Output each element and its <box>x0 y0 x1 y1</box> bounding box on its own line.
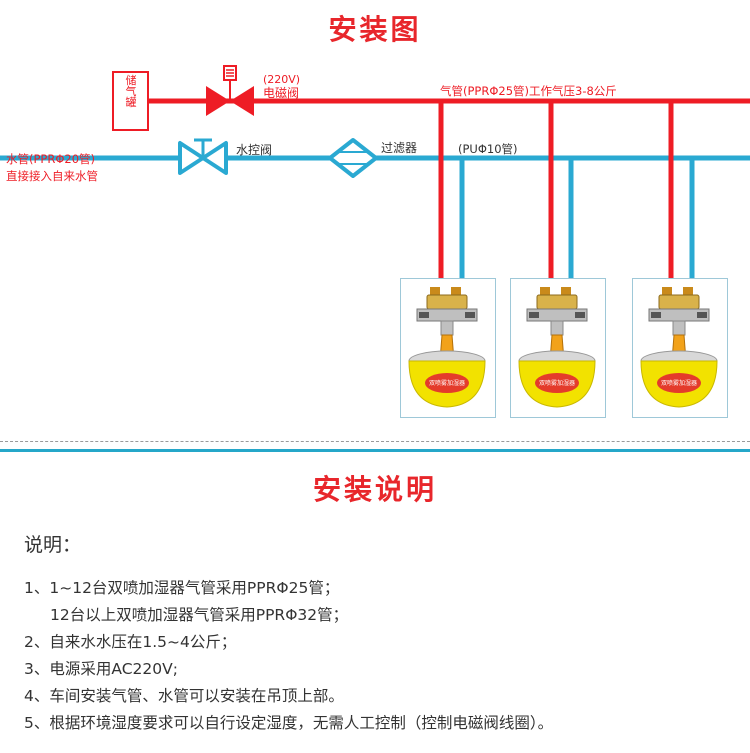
water-pipe-label: 水管(PPRΦ20管) <box>6 152 95 166</box>
section-divider <box>0 449 750 452</box>
filter-label: 过滤器 <box>381 141 417 155</box>
note-item: 12台以上双喷加湿器气管采用PPRΦ32管； <box>50 606 349 624</box>
installation-diagram: 储气罐 (220V) 电磁阀 气管(PPRΦ25管)工作气压3-8公斤 水管(P… <box>0 65 750 280</box>
air-pipe-label: 气管(PPRΦ25管)工作气压3-8公斤 <box>440 84 617 98</box>
note-item: 5、根据环境湿度要求可以自行设定湿度，无需人工控制（控制电磁阀线圈）。 <box>24 714 554 732</box>
humidifier-sticker: 双喷雾加湿器 <box>429 379 465 387</box>
notes-heading: 说明： <box>24 534 82 556</box>
water-valve-label: 水控阀 <box>236 143 272 157</box>
notes-title: 安装说明 <box>312 473 437 506</box>
diagram-title: 安装图 <box>328 13 422 46</box>
humidifier-unit: 双喷雾加湿器 <box>510 278 606 418</box>
section-divider-dashed <box>0 441 750 442</box>
storage-tank <box>112 71 149 131</box>
note-item: 1、1~12台双喷加湿器气管采用PPRΦ25管； <box>24 579 340 597</box>
water-valve-icon <box>178 138 228 175</box>
filter-icon <box>328 138 378 178</box>
water-source-label: 直接接入自来水管 <box>6 169 98 183</box>
humidifier-unit: 双喷雾加湿器 <box>400 278 496 418</box>
solenoid-valve-icon <box>206 65 254 116</box>
solenoid-label: 电磁阀 <box>263 85 299 100</box>
humidifier-sticker: 双喷雾加湿器 <box>539 379 575 387</box>
solenoid-voltage: (220V) <box>263 73 300 86</box>
branch-pipe-label: (PUΦ10管) <box>458 142 518 156</box>
humidifier-sticker: 双喷雾加湿器 <box>661 379 697 387</box>
note-item: 3、电源采用AC220V; <box>24 660 178 678</box>
storage-tank-label: 储气罐 <box>124 73 137 108</box>
humidifier-unit: 双喷雾加湿器 <box>632 278 728 418</box>
note-item: 2、自来水水压在1.5~4公斤； <box>24 633 237 651</box>
note-item: 4、车间安装气管、水管可以安装在吊顶上部。 <box>24 687 344 705</box>
